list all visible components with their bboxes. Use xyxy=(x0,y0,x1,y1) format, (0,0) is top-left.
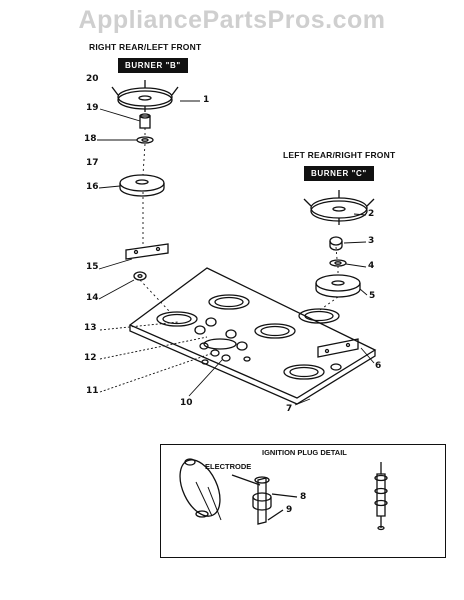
callout-4: 4 xyxy=(368,261,375,271)
cooktop-7 xyxy=(128,267,377,405)
callout-3: 3 xyxy=(368,236,375,246)
nut-14 xyxy=(133,271,147,281)
burner-head-16 xyxy=(119,174,165,197)
retainer-4 xyxy=(329,259,347,267)
callout-12: 12 xyxy=(84,353,97,363)
callout-11: 11 xyxy=(86,386,99,396)
knobs-and-valves xyxy=(194,317,251,365)
callout-2: 2 xyxy=(368,209,375,219)
callout-15: 15 xyxy=(86,262,99,272)
header-left-rear-right-front: LEFT REAR/RIGHT FRONT xyxy=(283,150,396,160)
ignition-detail-frame xyxy=(160,444,446,558)
retainer-18 xyxy=(136,136,154,144)
bracket-6 xyxy=(317,338,359,358)
burner-grate-b xyxy=(111,80,179,112)
callout-13: 13 xyxy=(84,323,97,333)
callout-10: 10 xyxy=(180,398,193,408)
badge-burner-c: BURNER "C" xyxy=(304,166,374,181)
badge-burner-b: BURNER "B" xyxy=(118,58,188,73)
burner-grate-c xyxy=(303,190,375,225)
electrode-label: ELECTRODE xyxy=(205,462,252,471)
callout-9: 9 xyxy=(286,505,293,515)
burner-head-5 xyxy=(315,274,361,298)
callout-6: 6 xyxy=(375,361,382,371)
callout-14: 14 xyxy=(86,293,99,303)
callout-8: 8 xyxy=(300,492,307,502)
callout-20: 20 xyxy=(86,74,99,84)
nut-6 xyxy=(330,363,342,371)
ignition-detail-title: IGNITION PLUG DETAIL xyxy=(262,448,347,457)
electrode-detail xyxy=(231,474,298,525)
watermark: AppliancePartsPros.com xyxy=(78,6,386,34)
orifice-19 xyxy=(139,113,151,129)
callout-5: 5 xyxy=(369,291,376,301)
callout-16: 16 xyxy=(86,182,99,192)
callout-1: 1 xyxy=(203,95,210,105)
callout-7: 7 xyxy=(286,404,293,414)
callout-17: 17 xyxy=(86,158,99,168)
callout-19: 19 xyxy=(86,103,99,113)
ignition-cap-detail xyxy=(179,458,222,521)
ignition-plug-detail xyxy=(374,462,388,531)
orifice-3 xyxy=(329,236,343,251)
callout-18: 18 xyxy=(84,134,97,144)
header-right-rear-left-front: RIGHT REAR/LEFT FRONT xyxy=(89,42,202,52)
bracket-15 xyxy=(125,243,169,260)
